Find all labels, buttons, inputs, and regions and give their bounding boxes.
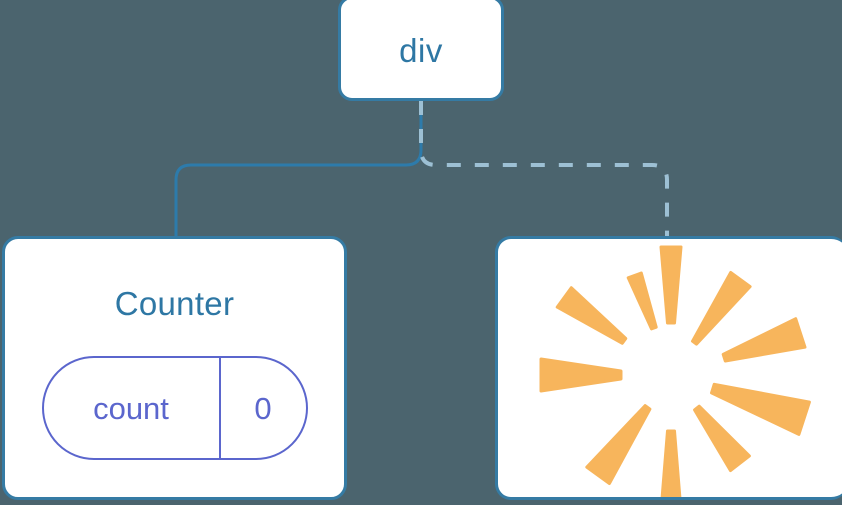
burst-ray-2 <box>691 271 752 346</box>
counter-node-title: Counter <box>114 285 235 322</box>
counter-node[interactable]: Counter count 0 <box>2 236 347 500</box>
sparkle-burst-icon <box>539 245 811 497</box>
burst-ray-7 <box>585 404 652 485</box>
burst-ray-8 <box>539 357 623 393</box>
burst-ray-1 <box>659 245 683 325</box>
burst-ray-6 <box>660 429 682 497</box>
connector-div-to-burst <box>419 101 669 236</box>
state-pill[interactable]: count 0 <box>41 356 308 460</box>
state-pill-key: count <box>93 390 169 426</box>
burst-ray-10 <box>626 271 658 331</box>
burst-node[interactable] <box>495 236 842 500</box>
burst-ray-3 <box>721 317 807 363</box>
div-node[interactable]: div <box>338 0 504 101</box>
burst-ray-9 <box>555 286 628 345</box>
connector-div-to-counter <box>174 101 423 236</box>
burst-ray-4 <box>710 382 811 436</box>
div-node-label: div <box>399 32 443 69</box>
state-pill-value: 0 <box>218 358 306 458</box>
burst-ray-5 <box>693 404 751 473</box>
